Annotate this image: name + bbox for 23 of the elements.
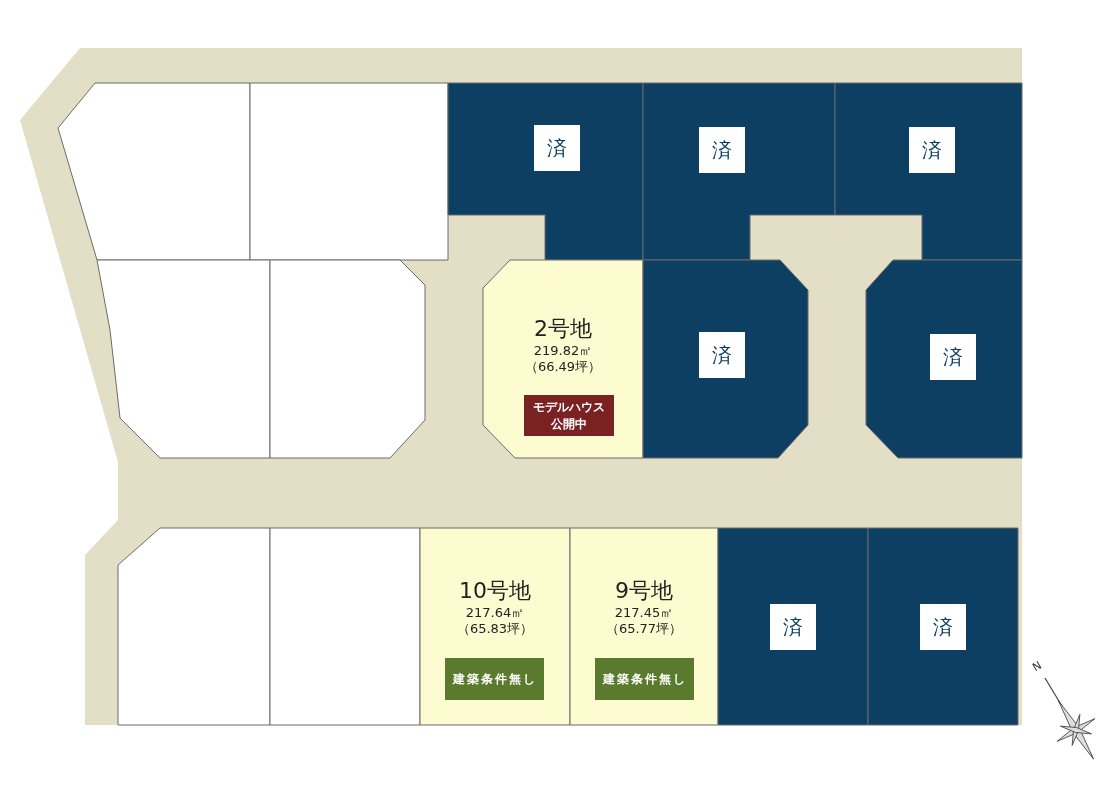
status-badge [524,395,614,436]
sold-mark: 済 [930,334,976,380]
sold-mark: 済 [699,332,745,378]
lot-area: 217.45㎡ [614,604,674,621]
lot-area-tsubo: （65.77坪） [605,620,683,637]
lot-number: 9号地 [615,577,673,605]
badge-text: 建築条件無し [602,670,687,688]
lot-area-tsubo: （65.83坪） [456,620,534,637]
lot-number: 10号地 [459,577,531,605]
sold-mark: 済 [699,127,745,173]
lot-number: 2号地 [534,315,592,343]
status-badge [445,658,544,700]
lot-area: 217.64㎡ [465,604,525,621]
north-label: N [1030,658,1044,675]
sold-mark: 済 [909,127,955,173]
sold-mark: 済 [920,604,966,650]
sold-mark: 済 [770,604,816,650]
status-badge [595,658,694,700]
lot-area-tsubo: （66.49坪） [524,358,602,375]
lot-area: 219.82㎡ [533,342,593,359]
badge-text: モデルハウス公開中 [532,399,606,432]
badge-text: 建築条件無し [452,670,537,688]
sold-mark: 済 [534,125,580,171]
